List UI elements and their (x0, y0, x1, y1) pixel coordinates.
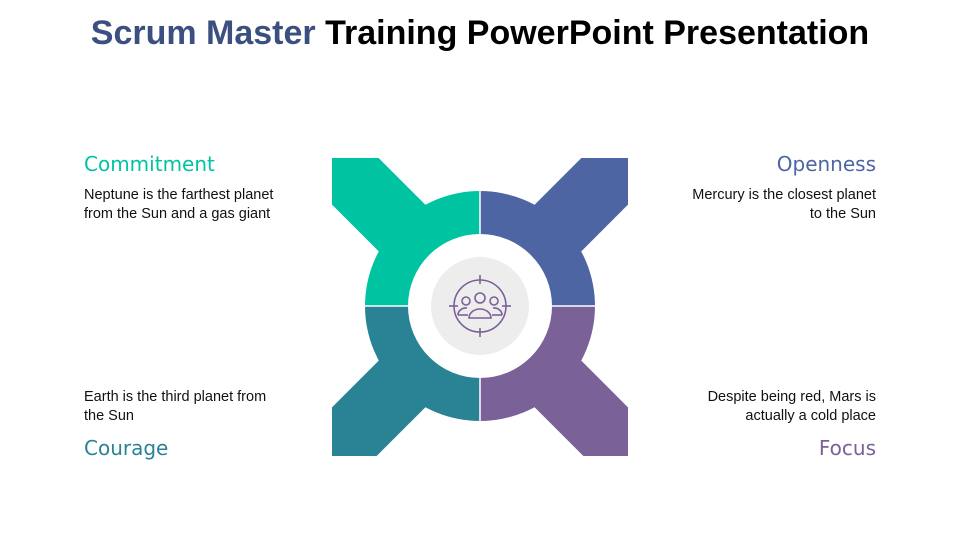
item-text-line: Despite being red, Mars is (707, 389, 876, 405)
item-openness: Openness Mercury is the closest planet t… (636, 152, 876, 224)
item-heading: Openness (776, 152, 876, 176)
item-commitment: Commitment Neptune is the farthest plane… (84, 152, 324, 224)
team-target-icon (449, 275, 511, 337)
item-text-line: to the Sun (809, 206, 876, 222)
item-text-line: actually a cold place (745, 408, 876, 424)
item-focus: Despite being red, Mars is actually a co… (636, 388, 876, 460)
item-text-line: Neptune is the farthest planet (84, 187, 274, 203)
item-text-line: Mercury is the closest planet (692, 187, 876, 203)
center-circle (431, 257, 529, 355)
slide-title: Scrum Master Training PowerPoint Present… (0, 14, 960, 53)
item-text-line: from the Sun and a gas giant (84, 206, 271, 222)
item-heading: Courage (84, 436, 169, 460)
item-heading: Commitment (84, 152, 215, 176)
item-text-line: the Sun (84, 408, 134, 424)
title-rest: Training PowerPoint Presentation (325, 14, 870, 52)
item-text-line: Earth is the third planet from (84, 389, 267, 405)
item-courage: Earth is the third planet from the Sun C… (84, 388, 324, 460)
item-heading: Focus (818, 436, 876, 460)
title-accent: Scrum Master (90, 14, 316, 52)
